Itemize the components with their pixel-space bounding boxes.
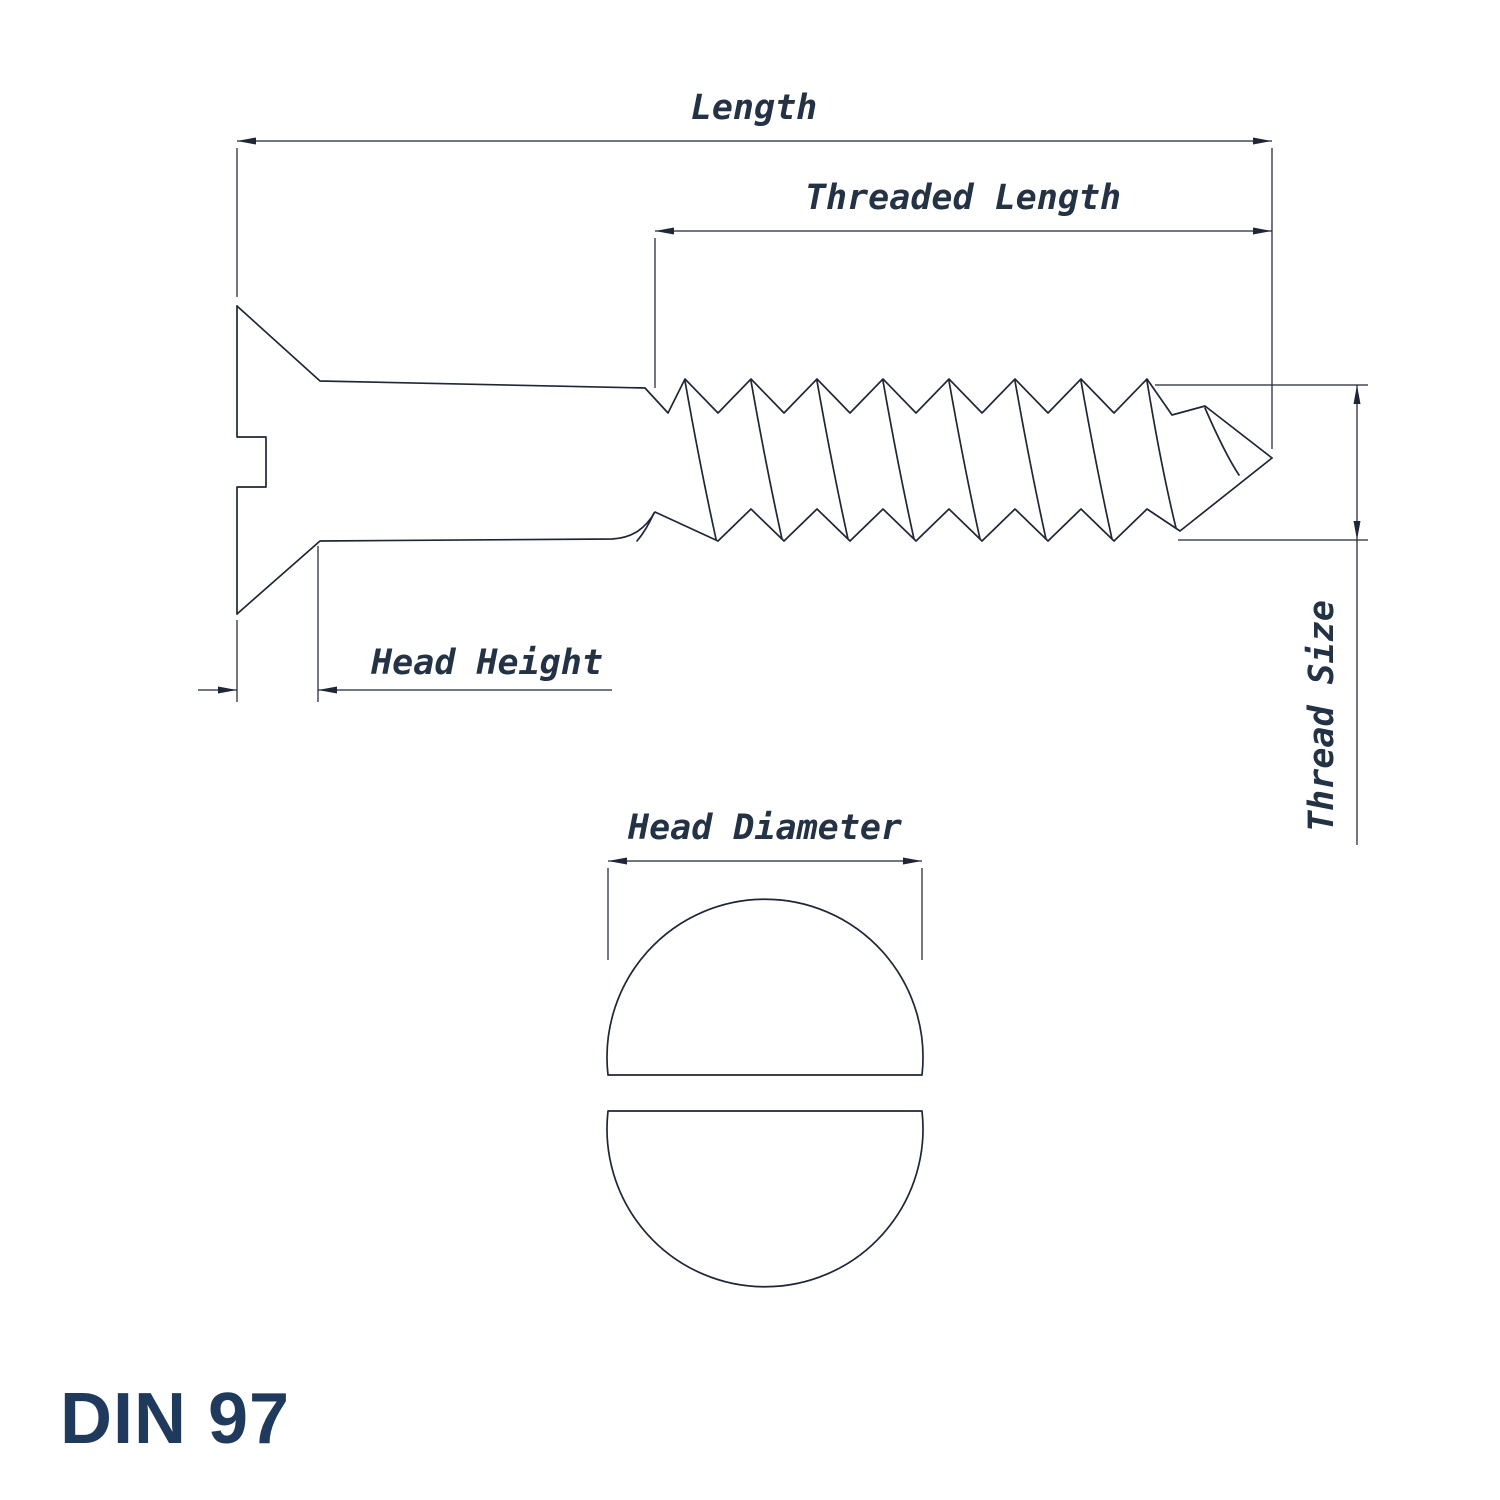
- screw-side-view: [236, 305, 1273, 615]
- threaded-length-dimension: [654, 227, 1272, 388]
- thread-helix: [1080, 380, 1113, 540]
- thread-helix: [1014, 380, 1047, 540]
- head-height-dimension-label: Head Height: [371, 643, 603, 683]
- head-diameter-dimension: [607, 857, 923, 960]
- thread-helix-tip: [1204, 407, 1240, 476]
- thread-helix: [1146, 380, 1177, 529]
- length-dimension: [236, 137, 1273, 449]
- thread-helix: [882, 380, 915, 540]
- head-lower-arc-with-slot-edge: [606, 1110, 924, 1288]
- thread-helix: [816, 380, 849, 540]
- head-upper-arc-with-slot-edge: [606, 898, 924, 1076]
- screw-head-face-and-slot: [236, 305, 267, 615]
- screw-top-profile: [236, 305, 1273, 459]
- thread-helix: [948, 380, 981, 540]
- standard-title: DIN 97: [60, 1379, 291, 1459]
- screw-head-top-view: [606, 898, 924, 1288]
- thread-size-dimension: [1155, 384, 1368, 845]
- thread-runout: [636, 512, 655, 542]
- screw-bottom-profile: [236, 457, 1273, 615]
- head-diameter-dimension-label: Head Diameter: [628, 808, 902, 848]
- length-dimension-label: Length: [690, 88, 818, 128]
- threaded-length-dimension-label: Threaded Length: [804, 178, 1122, 218]
- head-height-dimension: [198, 546, 612, 702]
- thread-helix: [684, 380, 717, 540]
- thread-helix-lines: [636, 380, 1240, 542]
- thread-helix: [750, 380, 783, 540]
- thread-size-dimension-label: Thread Size: [1302, 600, 1342, 832]
